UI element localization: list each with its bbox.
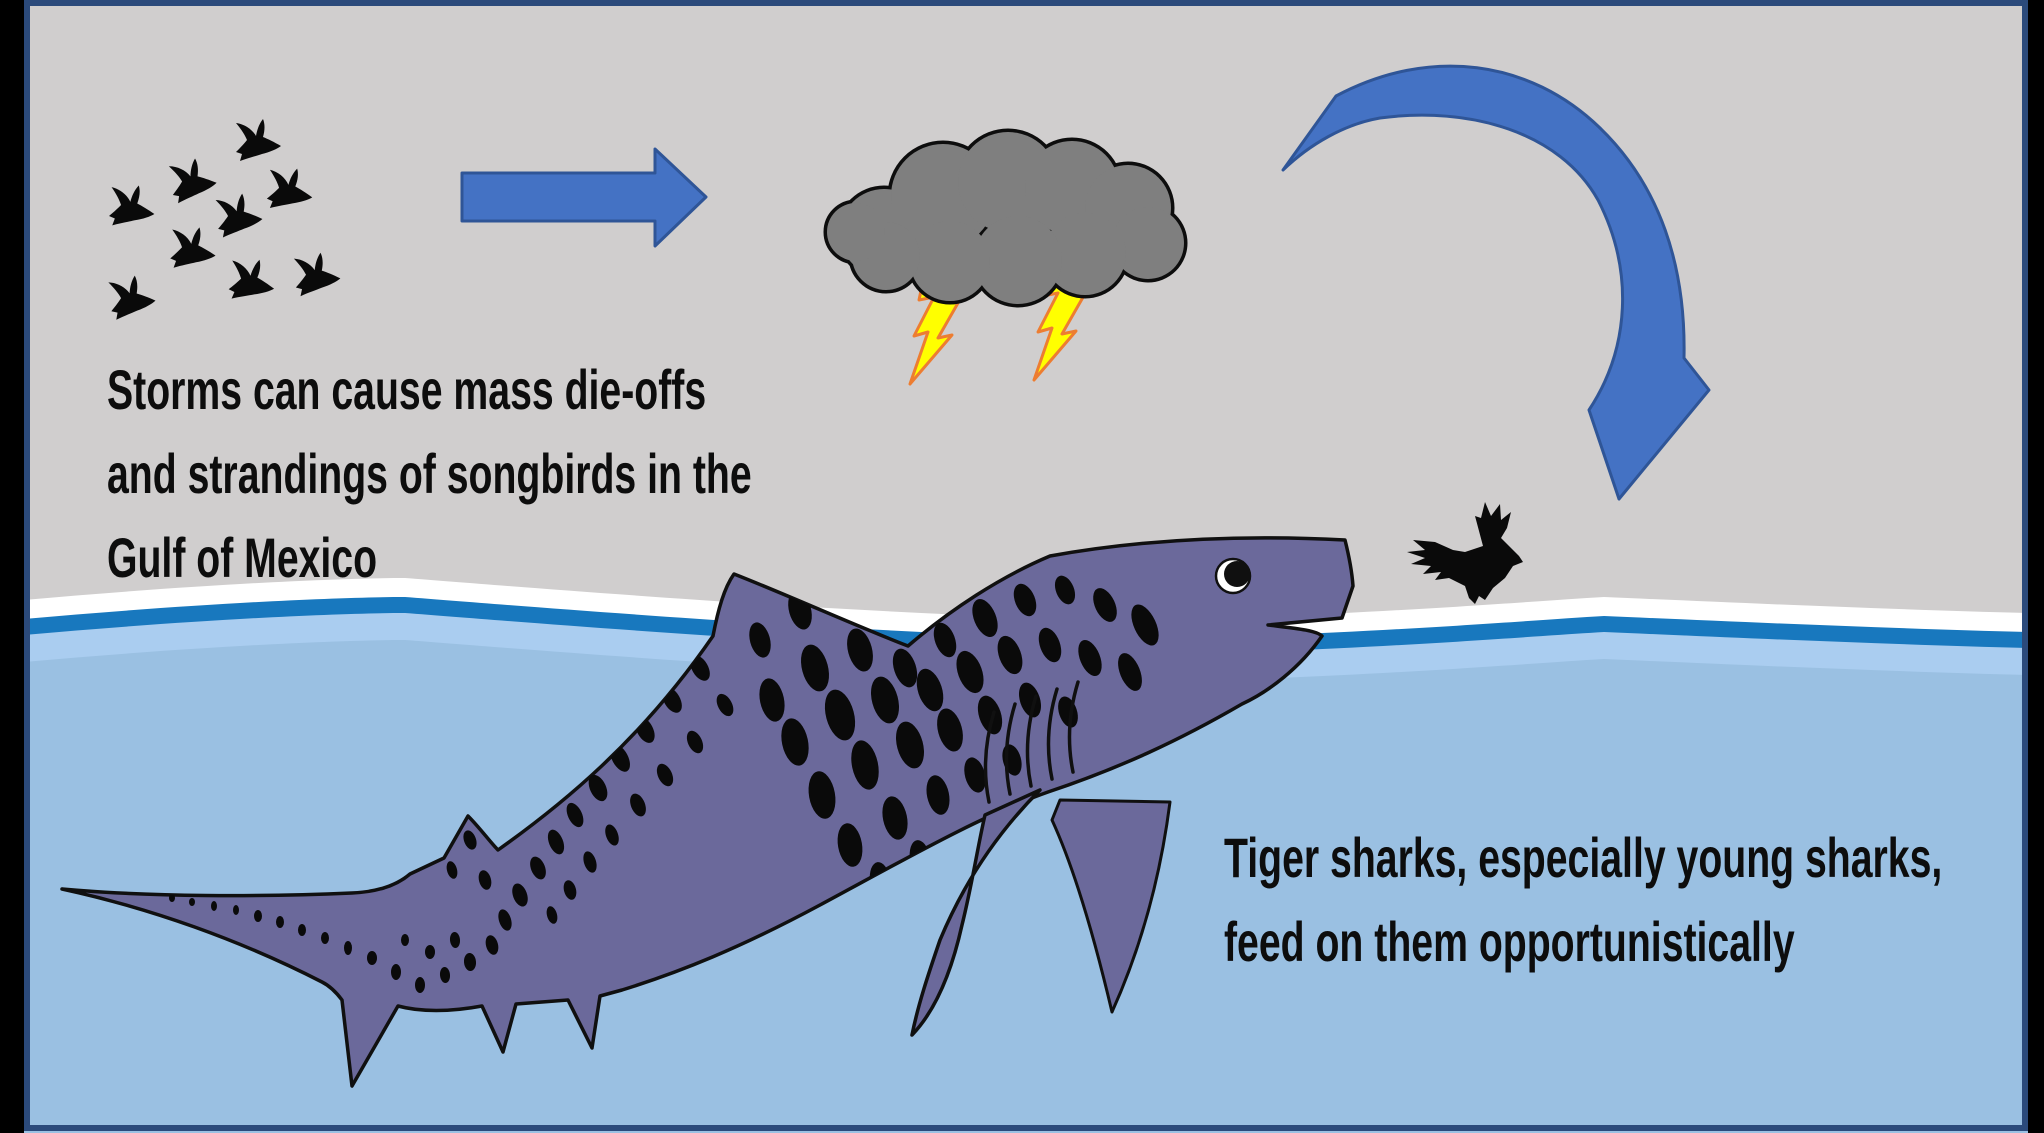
shark-spot [446, 861, 458, 879]
shark-spot [800, 644, 830, 692]
shark-spot [169, 894, 175, 902]
shark-spot [781, 718, 809, 766]
shark-spot [605, 824, 619, 846]
shark-caption: Tiger sharks, especially young sharks, f… [1224, 816, 1942, 984]
shark-spot [512, 883, 528, 907]
shark-spot [485, 935, 499, 955]
shark-spot [837, 823, 863, 867]
right-block-arrow-icon [460, 147, 708, 248]
shark-spot [933, 622, 957, 658]
shark-spot [972, 599, 998, 637]
shark-spot [1118, 653, 1142, 691]
shark-spot [916, 668, 944, 712]
shark-spot [391, 964, 401, 980]
shark-spot [588, 774, 608, 802]
curved-down-arrow-icon [1281, 64, 1711, 501]
shark-spot [546, 906, 558, 924]
storm-cloud-icon [823, 128, 1188, 308]
shark-spot [749, 622, 771, 658]
shark-spot [870, 676, 900, 724]
shark-spot [425, 945, 435, 959]
shark-front-pectoral-fin [910, 788, 1042, 1037]
shark-spot [997, 635, 1023, 675]
shark-spot [478, 870, 492, 890]
shark-spot [1078, 639, 1102, 677]
shark-spot [716, 693, 734, 717]
shark-spot [189, 898, 195, 906]
shark-spot [583, 851, 597, 873]
shark-spot [690, 655, 710, 681]
shark-spot [926, 775, 950, 815]
shark-spot [1054, 575, 1076, 605]
shark-spot [566, 802, 584, 828]
shark-caption-line1: Tiger sharks, especially young sharks, [1224, 826, 1943, 889]
ocean [24, 640, 2028, 1133]
shark-spot [882, 796, 908, 840]
shark-spot [321, 932, 329, 944]
shark-spot [563, 880, 577, 900]
shark-spot [344, 941, 352, 955]
shark-spot [233, 905, 239, 915]
shark-spot [401, 934, 409, 946]
shark-spot [547, 829, 565, 855]
shark-spot [1013, 583, 1037, 617]
fallen-songbird-icon [1407, 502, 1523, 604]
storm-caption-line1: Storms can cause mass die-offs [107, 358, 707, 421]
shark-spot [630, 793, 646, 817]
shark-spot [964, 757, 986, 793]
shark-spot [824, 689, 856, 741]
shark-spot [808, 771, 836, 819]
shark-spot [415, 977, 425, 993]
shark-spot [449, 932, 461, 948]
shark-spot [851, 740, 879, 790]
shark-spot [439, 967, 451, 983]
shark-spot [463, 830, 477, 850]
shark-spot [686, 730, 704, 754]
shark-spot [463, 953, 477, 971]
shark-eye [1214, 557, 1252, 595]
storm-caption-line2: and strandings of songbirds in the [107, 442, 752, 505]
shark-spot [656, 763, 674, 787]
shark-spot [847, 628, 873, 672]
shark-gills [983, 680, 1080, 804]
shark-spot [498, 909, 512, 931]
shark-spot [211, 901, 217, 911]
shark-spot [1131, 604, 1159, 646]
shark-spot [254, 910, 262, 922]
shark-spot [298, 924, 306, 936]
shark-spot [1093, 588, 1117, 622]
shark-spot [367, 951, 377, 965]
shark-spot [892, 648, 918, 688]
storm-caption-line3: Gulf of Mexico [107, 526, 378, 589]
shark-spot [530, 856, 546, 880]
shark-spot [759, 678, 785, 722]
shark-spot [1018, 682, 1042, 718]
storm-caption: Storms can cause mass die-offs and stran… [107, 348, 752, 600]
left-letterbox-bar [0, 0, 24, 1133]
shark-spot [276, 916, 284, 928]
shark-spot [1038, 627, 1062, 663]
shark-spot [895, 721, 925, 769]
shark-spot [956, 650, 984, 694]
shark-far-pectoral-fin [1050, 798, 1172, 1014]
shark-spot [977, 695, 1003, 735]
shark-caption-line2: feed on them opportunistically [1224, 910, 1795, 973]
frame-border [24, 0, 2028, 1131]
shark-spot [937, 708, 963, 752]
right-letterbox-bar [2028, 0, 2044, 1133]
